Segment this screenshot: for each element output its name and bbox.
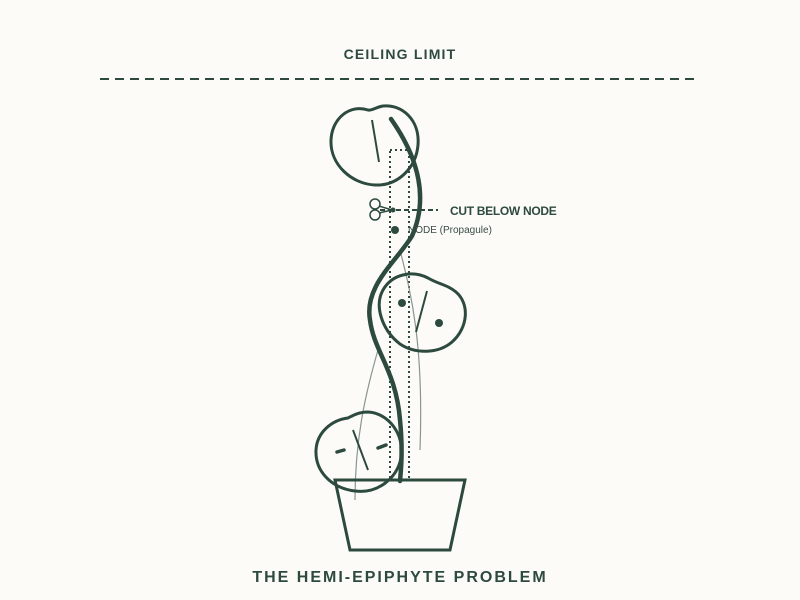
cut-below-node-label: CUT BELOW NODE <box>450 204 557 218</box>
node-dot <box>391 226 399 234</box>
scissors-icon <box>369 198 393 221</box>
top-leaf <box>329 104 420 187</box>
bottom-leaf <box>314 410 404 493</box>
pot <box>333 478 467 552</box>
node-propagule-label: NODE (Propagule) <box>408 225 492 236</box>
diagram-title: THE HEMI-EPIPHYTE PROBLEM <box>252 569 548 586</box>
main-stem <box>367 116 423 484</box>
middle-leaf <box>377 272 467 353</box>
ceiling-limit-label: CEILING LIMIT <box>343 46 457 62</box>
